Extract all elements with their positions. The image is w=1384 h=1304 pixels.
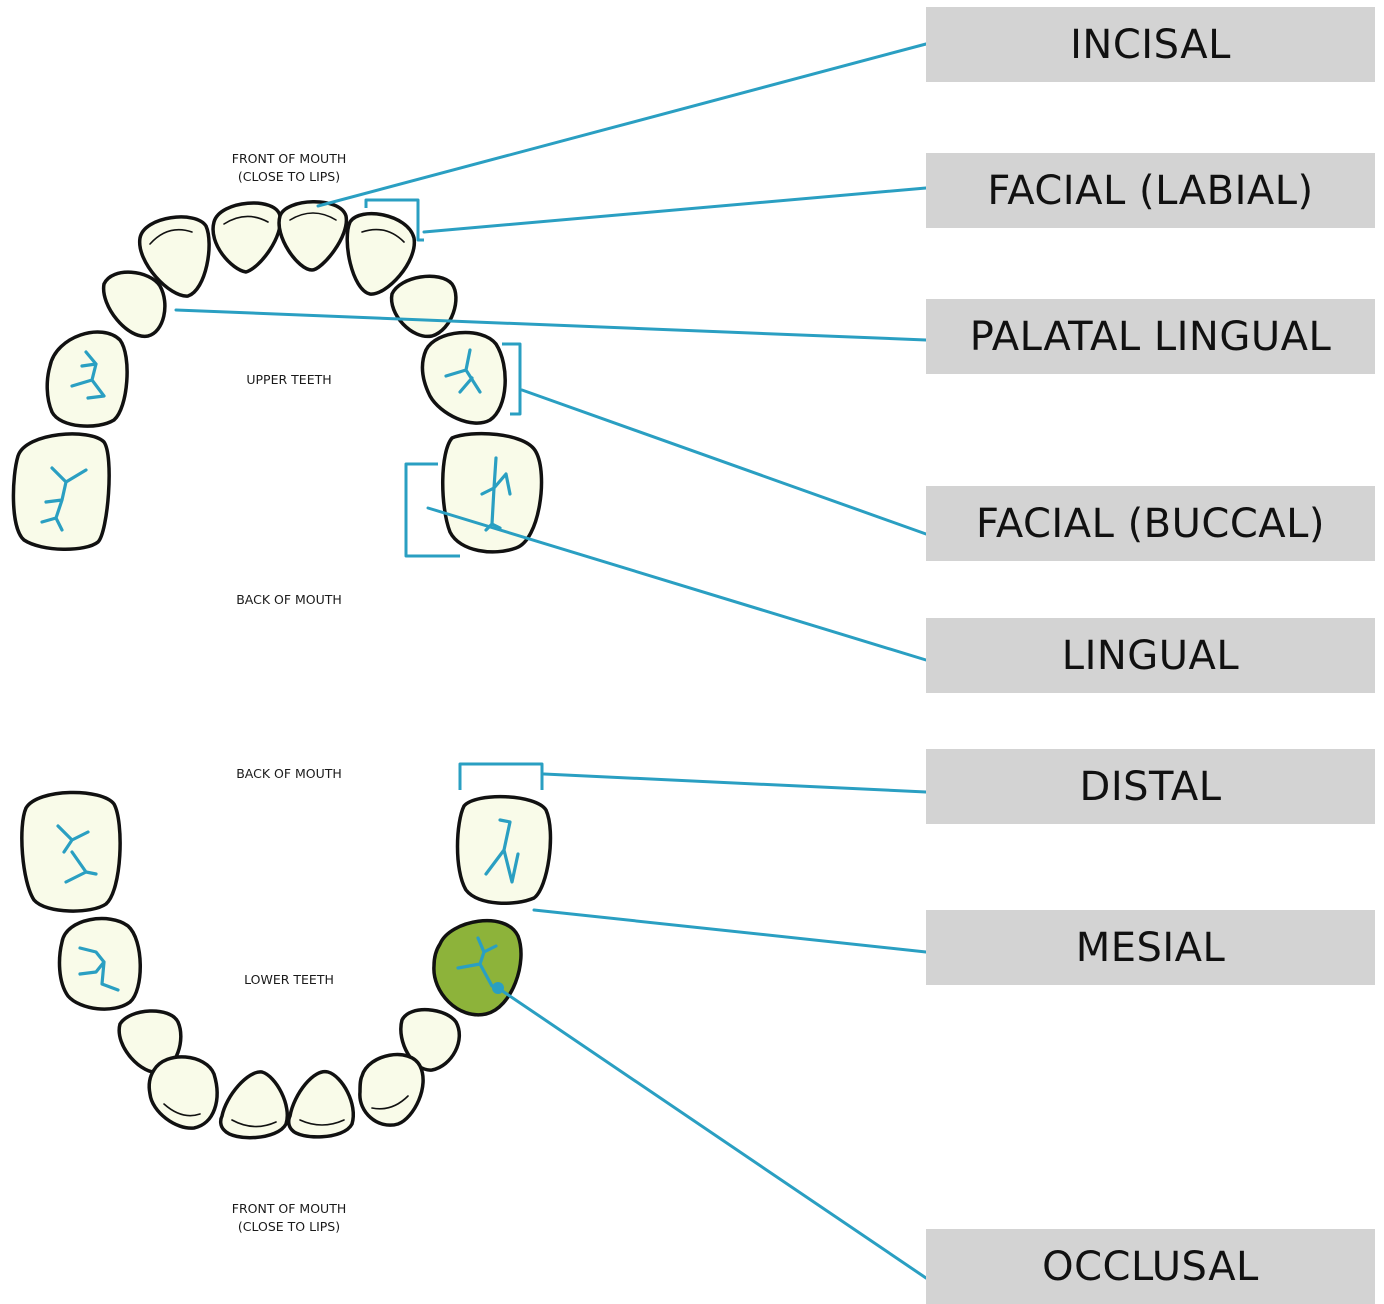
upper-incisor-tooth (211, 201, 283, 274)
incisal-label: INCISAL (926, 7, 1375, 82)
incisal-leader-line (316, 42, 928, 208)
occlusal-pointer-dot (492, 982, 504, 994)
facial-labial-leader-line (422, 186, 928, 234)
distal-label: DISTAL (926, 749, 1375, 824)
labial-bracket (364, 198, 424, 242)
incisal-edge (299, 1119, 345, 1126)
occlusal-groove (78, 946, 120, 992)
upper-back-caption: BACK OF MOUTH (236, 592, 342, 607)
facial-buccal-label: FACIAL (BUCCAL) (926, 486, 1375, 561)
upper-front-line2: (CLOSE TO LIPS) (237, 169, 341, 184)
lower-back-caption: BACK OF MOUTH (236, 766, 342, 781)
upper-premolar-tooth (45, 330, 129, 428)
lingual-label: LINGUAL (926, 618, 1375, 693)
leader-lines (174, 42, 928, 1280)
lower-canine-tooth (399, 1007, 462, 1072)
lower-incisor-tooth (218, 1070, 289, 1140)
buccal-bracket (502, 342, 522, 416)
occlusal-groove (480, 456, 512, 532)
surface-brackets (364, 198, 544, 790)
lower-front-line1: FRONT OF MOUTH (231, 1201, 347, 1216)
incisal-edge (231, 1119, 277, 1128)
incisal-edge (371, 1095, 409, 1110)
distal-leader-line (542, 772, 928, 794)
upper-molar-tooth (11, 432, 111, 551)
incisal-edge (163, 1103, 201, 1117)
upper-teeth-title: UPPER TEETH (246, 372, 332, 387)
occlusal-groove (484, 818, 520, 884)
palatal-lingual-leader-line (174, 308, 928, 342)
palatal-lingual-label: PALATAL LINGUAL (926, 299, 1375, 374)
incisal-edge (289, 212, 337, 221)
upper-arch (11, 200, 544, 554)
occlusal-label: OCCLUSAL (926, 1229, 1375, 1304)
occlusal-leader-line (496, 986, 928, 1280)
lower-premolar-tooth (57, 916, 142, 1011)
incisal-edge (361, 228, 405, 243)
lower-teeth-title: LOWER TEETH (244, 972, 334, 987)
upper-premolar-tooth (420, 330, 507, 425)
facial-buccal-leader-line (520, 388, 928, 536)
lower-front-caption: FRONT OF MOUTH (CLOSE TO LIPS) (169, 1200, 409, 1236)
lingual-leader-line (426, 506, 928, 662)
incisal-edge (223, 215, 269, 225)
occlusal-groove (56, 824, 98, 884)
upper-canine-tooth (389, 274, 458, 339)
upper-incisor-tooth (277, 200, 348, 272)
upper-canine-tooth (101, 270, 167, 338)
incisal-edge (149, 228, 193, 245)
upper-incisor-tooth (345, 212, 416, 296)
mesial-leader-line (532, 908, 928, 954)
upper-front-line1: FRONT OF MOUTH (231, 151, 347, 166)
distal-bracket (458, 762, 544, 790)
occlusal-groove (40, 466, 88, 532)
upper-front-caption: FRONT OF MOUTH (CLOSE TO LIPS) (169, 150, 409, 186)
mesial-label: MESIAL (926, 910, 1375, 985)
lower-incisor-tooth (147, 1055, 219, 1130)
occlusal-groove (444, 348, 482, 394)
occlusal-groove (70, 350, 106, 400)
upper-molar-tooth (440, 431, 544, 554)
lower-arch (20, 790, 553, 1140)
lower-incisor-tooth (286, 1069, 355, 1139)
lower-premolar-highlighted-tooth (432, 919, 523, 1017)
lower-front-line2: (CLOSE TO LIPS) (237, 1219, 341, 1234)
lingual-bracket (404, 462, 460, 558)
lower-incisor-tooth (358, 1052, 425, 1127)
facial-labial-label: FACIAL (LABIAL) (926, 153, 1375, 228)
